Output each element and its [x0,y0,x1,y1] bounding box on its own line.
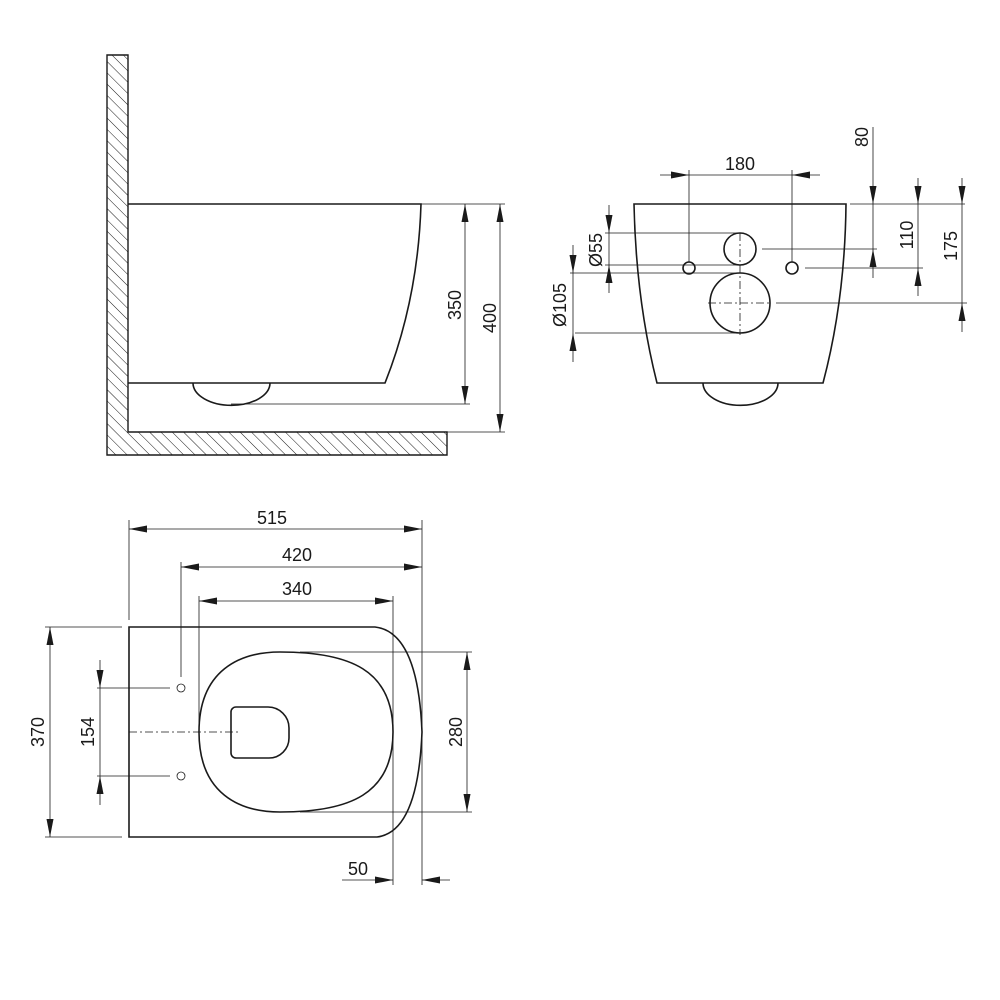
arrowhead-icon [181,563,199,571]
bowl-front-outline [633,203,847,384]
wall-and-floor [106,54,448,456]
side-view: 350 400 [106,54,505,456]
mounting-hole-right [785,261,799,275]
mounting-hole-left [682,261,696,275]
dim-175: 175 [941,231,961,261]
dim-diameter-55: Ø55 [586,233,606,267]
arrowhead-icon [569,333,577,351]
arrowhead-icon [461,204,469,222]
arrowhead-icon [375,876,393,884]
arrowhead-icon [605,215,613,233]
arrowhead-icon [792,171,810,179]
fixing-hole-top [176,683,186,693]
arrowhead-icon [404,525,422,533]
dim-110: 110 [897,221,917,250]
arrowhead-icon [914,268,922,286]
arrowhead-icon [605,265,613,283]
arrowhead-icon [958,186,966,204]
dim-154: 154 [78,717,98,747]
front-foot [702,382,779,407]
dim-370: 370 [28,717,48,747]
dim-80: 80 [852,127,872,147]
arrowhead-icon [958,303,966,321]
dim-280: 280 [446,717,466,747]
top-view: 515 420 340 370 154 280 50 [28,508,472,885]
bowl-outlet [230,706,290,759]
arrowhead-icon [496,204,504,222]
arrowhead-icon [569,255,577,273]
arrowhead-icon [375,597,393,605]
dim-diameter-105: Ø105 [550,283,570,327]
arrowhead-icon [914,186,922,204]
arrowhead-icon [463,652,471,670]
dim-400: 400 [480,303,500,333]
dim-420: 420 [282,545,312,565]
arrowhead-icon [463,794,471,812]
arrowhead-icon [46,819,54,837]
arrowhead-icon [404,563,422,571]
arrowhead-icon [869,249,877,267]
front-view: 180 80 110 175 Ø55 Ø105 [550,127,967,407]
arrowhead-icon [496,414,504,432]
arrowhead-icon [199,597,217,605]
arrowhead-icon [461,386,469,404]
dim-340: 340 [282,579,312,599]
bowl-foot [192,382,271,407]
arrowhead-icon [671,171,689,179]
arrowhead-icon [869,186,877,204]
fixing-hole-bottom [176,771,186,781]
dimension-arrows [46,171,966,884]
dim-515: 515 [257,508,287,528]
arrowhead-icon [422,876,440,884]
arrowhead-icon [46,627,54,645]
arrowhead-icon [96,670,104,688]
dim-180: 180 [725,154,755,174]
bowl-profile [128,203,422,384]
arrowhead-icon [96,776,104,794]
dim-350: 350 [445,290,465,320]
dim-50: 50 [348,859,368,879]
arrowhead-icon [129,525,147,533]
